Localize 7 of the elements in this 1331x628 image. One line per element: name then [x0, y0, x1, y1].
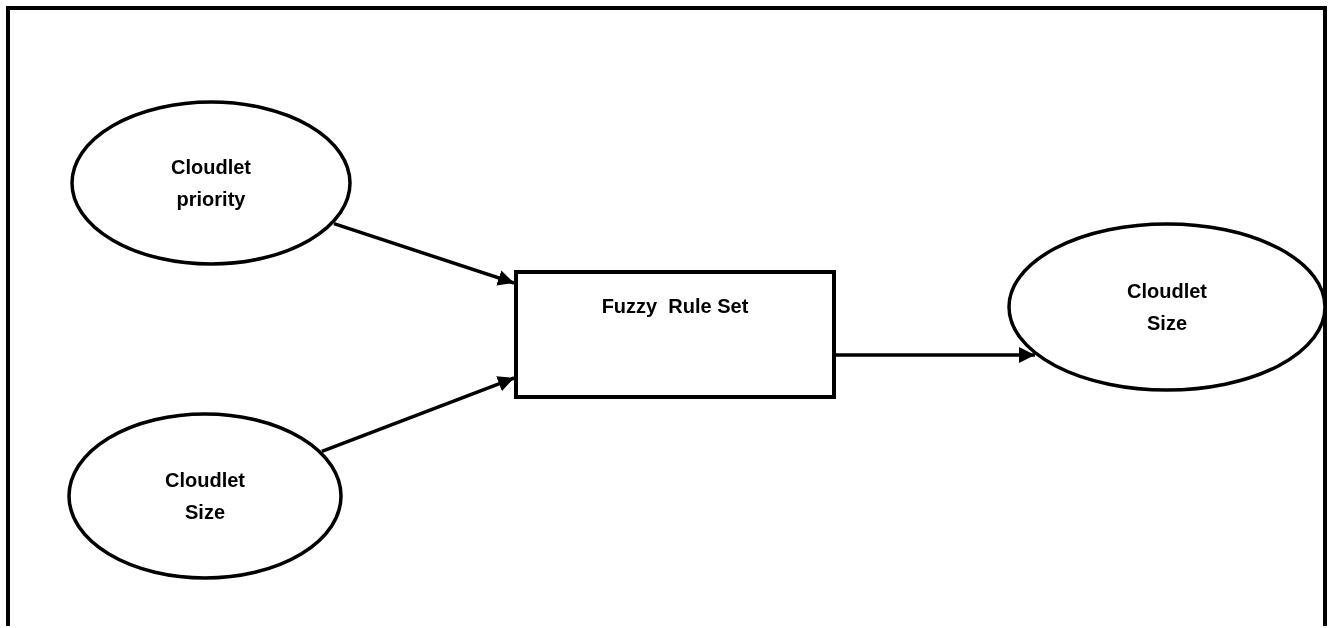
node-label: Fuzzy Rule Set	[601, 294, 749, 319]
arrow	[333, 221, 515, 286]
node-label: Cloudlet Size	[1126, 279, 1208, 336]
node-label: Cloudlet Size	[164, 468, 246, 525]
node-label: Cloudlet priority	[170, 155, 252, 212]
arrow	[836, 347, 1035, 363]
arrow	[321, 376, 515, 453]
